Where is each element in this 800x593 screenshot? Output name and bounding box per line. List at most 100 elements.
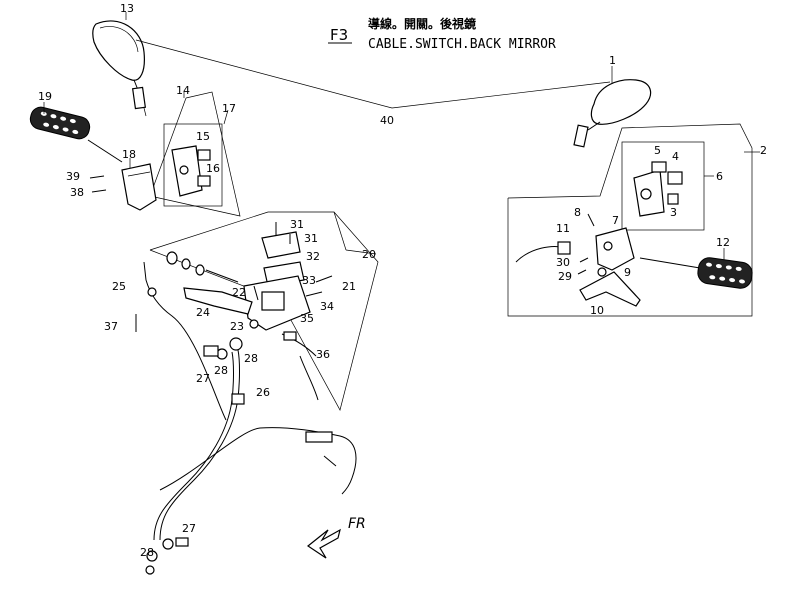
diagram-title-zh: 導線。開關。後視鏡 [368, 16, 476, 31]
part-label: 22 [232, 286, 246, 299]
right-switch-inner-box [621, 141, 705, 231]
bolt-8 [587, 213, 595, 227]
part-label: 8 [574, 206, 581, 219]
bolt-22 [253, 285, 259, 301]
left-mirror-bolt [143, 107, 147, 117]
brake-hose-26 [159, 349, 240, 541]
screw-29 [577, 269, 587, 275]
part-label: 31 [290, 218, 304, 231]
leader-17 [223, 109, 229, 125]
right-switch-button-3 [667, 193, 679, 205]
part-label: 1 [609, 54, 616, 67]
left-grip-body [29, 106, 91, 140]
part-label: 13 [120, 2, 134, 15]
piston-spring [205, 269, 239, 283]
part-label: 7 [612, 214, 619, 227]
part-label: 16 [206, 162, 220, 175]
part-label: 27 [196, 372, 210, 385]
left-grip-axis [87, 139, 123, 163]
part-label: 11 [556, 222, 570, 235]
part-label: 3 [670, 206, 677, 219]
banjo-28-upper [229, 337, 243, 351]
left-switch-button-16 [197, 175, 211, 187]
left-switch-housing [121, 163, 157, 211]
right-grip-texture [706, 262, 745, 284]
part-label: 36 [316, 348, 330, 361]
part-label: 17 [222, 102, 236, 115]
part-label: 21 [342, 280, 356, 293]
master-cylinder-assembly [149, 211, 379, 411]
part-label: 5 [654, 144, 661, 157]
right-switch-bracket [507, 123, 753, 317]
bolt-34 [305, 291, 323, 297]
part-label: 39 [66, 170, 80, 183]
part-label: 15 [196, 130, 210, 143]
front-direction-indicator: FR [306, 516, 366, 559]
part-label: 29 [558, 270, 572, 283]
left-switch-inner-box [163, 123, 223, 207]
diagram-title-en: CABLE.SWITCH.BACK MIRROR [368, 37, 556, 52]
part-label: 40 [380, 114, 394, 127]
part-label: 28 [214, 364, 228, 377]
part-label: 37 [104, 320, 118, 333]
bolt-27-upper [203, 345, 219, 357]
part-label: 10 [590, 304, 604, 317]
bolt-27-lower [175, 537, 189, 547]
left-mirror-rod [131, 86, 147, 110]
part-label: 35 [300, 312, 314, 325]
right-grip-body [697, 257, 753, 289]
right-switch-button-4 [667, 171, 683, 185]
part-label: 26 [256, 386, 270, 399]
part-label: 14 [176, 84, 190, 97]
front-brake-lever [183, 287, 253, 315]
right-grip-axis [639, 257, 701, 269]
right-switch-housing [595, 227, 635, 271]
part-label: 20 [362, 248, 376, 261]
banjo-28-lower-a [162, 538, 174, 550]
nut-9 [597, 267, 607, 277]
part-label: 28 [244, 352, 258, 365]
part-label: 32 [306, 250, 320, 263]
left-switch-assembly [89, 91, 241, 217]
left-grip-texture [40, 111, 79, 135]
part-label: 33 [302, 274, 316, 287]
screw-30 [579, 257, 589, 263]
diagram-header: F3 導線。開關。後視鏡 CABLE.SWITCH.BACK MIRROR [328, 16, 556, 52]
part-label: 4 [672, 150, 679, 163]
part-label: 28 [140, 546, 154, 559]
part-label: 25 [112, 280, 126, 293]
right-mirror-assembly [573, 79, 652, 148]
brake-lever [579, 271, 641, 307]
screw-39 [89, 175, 105, 179]
part-label: 23 [230, 320, 244, 333]
screw-38 [91, 189, 107, 193]
right-switch-assembly [507, 123, 753, 317]
left-mirror-assembly [92, 20, 147, 117]
brake-hoses [135, 261, 357, 575]
part-label: 6 [716, 170, 723, 183]
right-switch-button-5 [651, 161, 667, 173]
part-label: 12 [716, 236, 730, 249]
right-grip [639, 257, 753, 289]
fr-arrow-icon [306, 528, 341, 559]
part-label: 31 [304, 232, 318, 245]
part-label: 24 [196, 306, 210, 319]
banjo-28-lower-b [146, 550, 158, 562]
leader-40 [135, 39, 611, 109]
left-switch-button-15 [197, 149, 211, 161]
part-label: 27 [182, 522, 196, 535]
part-number-labels: 1 2 3 4 5 6 7 8 9 10 11 12 13 14 15 16 1… [38, 2, 767, 559]
leader-20 [345, 249, 377, 255]
part-label: 30 [556, 256, 570, 269]
right-mirror-head [590, 79, 652, 125]
cable-25 [143, 261, 227, 421]
reservoir-cap [261, 231, 301, 259]
left-mirror-head [92, 20, 145, 81]
part-label: 34 [320, 300, 334, 313]
part-label: 9 [624, 266, 631, 279]
part-label: 38 [70, 186, 84, 199]
fr-label: FR [348, 516, 366, 532]
part-label: 2 [760, 144, 767, 157]
bolt-21 [315, 275, 333, 283]
